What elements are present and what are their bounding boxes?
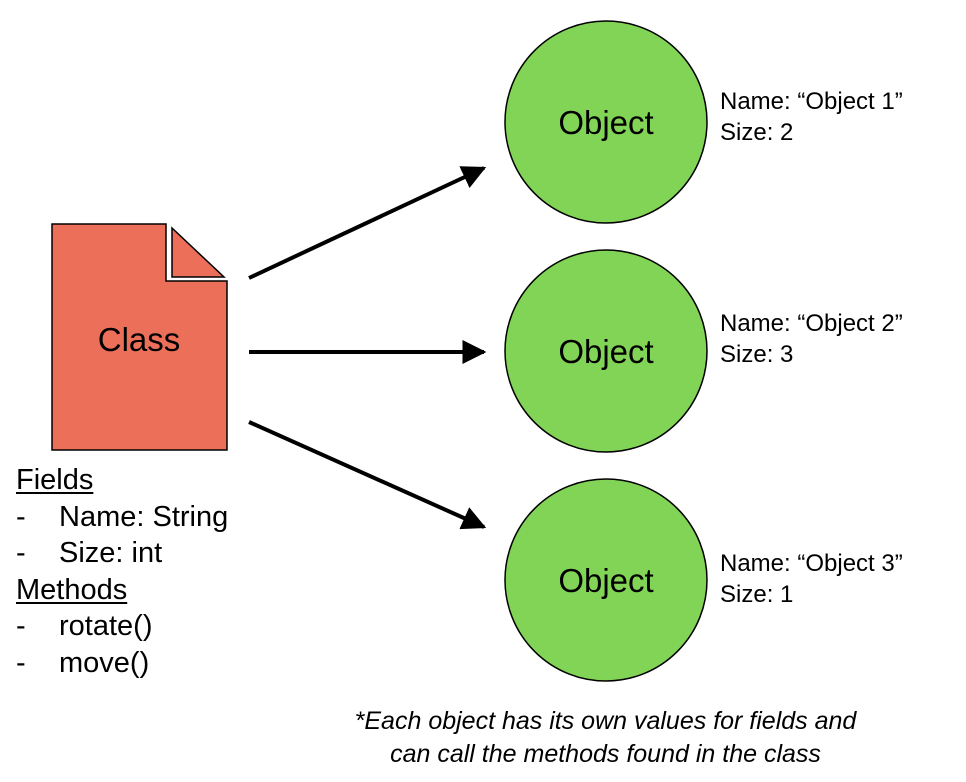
- object-label-1: Object: [558, 104, 653, 141]
- class-document-body: [51, 223, 228, 451]
- object-size-value: Size: 3: [720, 341, 794, 368]
- object-values-3: Name: “Object 3” Size: 1: [720, 548, 903, 610]
- class-label: Class: [98, 321, 181, 358]
- object-name-value: Name: “Object 3”: [720, 550, 903, 577]
- object-values-1: Name: “Object 1” Size: 2: [720, 86, 903, 148]
- object-size-value: Size: 1: [720, 581, 794, 608]
- class-members: Fields - Name: String - Size: int Method…: [16, 462, 228, 682]
- object-name-value: Name: “Object 1”: [720, 88, 903, 115]
- method-text: move(): [59, 646, 150, 679]
- method-item: - rotate(): [16, 608, 228, 645]
- object-size-value: Size: 2: [720, 119, 794, 146]
- object-circle-1: [504, 20, 708, 224]
- list-bullet: -: [16, 610, 26, 643]
- object-values-2: Name: “Object 2” Size: 3: [720, 308, 903, 370]
- object-node-3: Object: [504, 478, 708, 682]
- object-name-value: Name: “Object 2”: [720, 310, 903, 337]
- footnote: *Each object has its own values for fiel…: [303, 705, 908, 771]
- arrow-to-object-1: [248, 166, 487, 280]
- object-circle-2: [504, 249, 708, 453]
- method-item: - move(): [16, 645, 228, 682]
- method-text: rotate(): [59, 610, 153, 643]
- fields-heading: Fields: [16, 464, 94, 496]
- footnote-line-1: *Each object has its own values for fiel…: [354, 707, 857, 735]
- field-text: Size: int: [59, 537, 163, 570]
- object-node-1: Object: [504, 20, 708, 224]
- methods-heading: Methods: [16, 573, 128, 606]
- field-item: - Name: String: [16, 499, 228, 536]
- list-bullet: -: [16, 500, 26, 533]
- field-text: Name: String: [59, 500, 229, 533]
- list-bullet: -: [16, 646, 26, 679]
- object-label-3: Object: [558, 562, 653, 599]
- class-document-corner-fold: [171, 226, 226, 278]
- object-node-2: Object: [504, 249, 708, 453]
- arrow-to-object-3: [248, 420, 487, 530]
- footnote-line-2: can call the methods found in the class: [390, 740, 821, 768]
- object-label-2: Object: [558, 333, 653, 370]
- class-document-shape: Class: [51, 223, 228, 451]
- list-bullet: -: [16, 537, 26, 570]
- object-circle-3: [504, 478, 708, 682]
- field-item: - Size: int: [16, 535, 228, 572]
